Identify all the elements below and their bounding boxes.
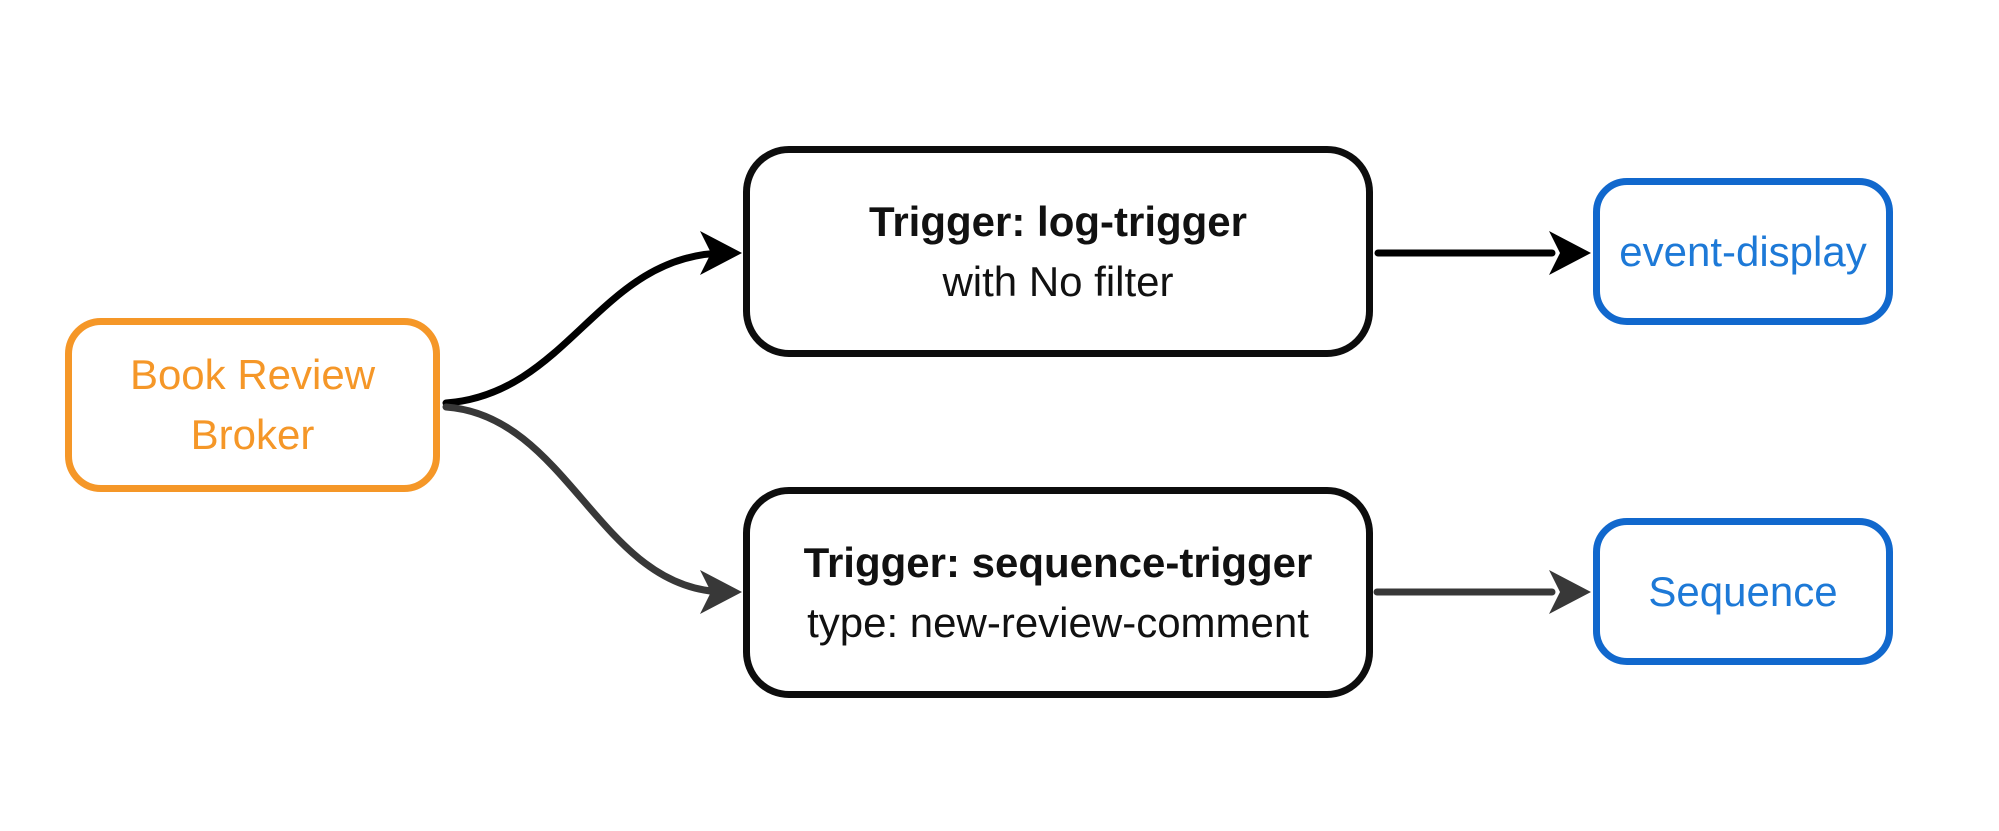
trigger-log-title: Trigger: log-trigger: [869, 197, 1247, 245]
arrowhead-log-trigger-icon: [700, 231, 742, 275]
broker-label-line1: Book Review: [129, 351, 376, 399]
node-trigger-sequence: Trigger: sequence-trigger type: new-revi…: [743, 487, 1373, 698]
node-trigger-log: Trigger: log-trigger with No filter: [743, 146, 1373, 357]
broker-label-line2: Broker: [190, 411, 315, 458]
node-book-review-broker: Book Review Broker: [65, 318, 440, 492]
edge-broker-to-log-trigger: [442, 249, 730, 407]
arrowhead-event-display-icon: [1549, 231, 1591, 275]
trigger-sequence-title: Trigger: sequence-trigger: [803, 538, 1313, 586]
node-event-display: event-display: [1593, 178, 1893, 325]
node-sequence: Sequence: [1593, 518, 1893, 665]
sequence-label: Sequence: [1648, 567, 1838, 615]
arrowhead-sequence-icon: [1549, 570, 1591, 614]
trigger-sequence-subtitle: type: new-review-comment: [807, 598, 1309, 646]
trigger-log-subtitle: with No filter: [942, 257, 1174, 305]
arrowhead-sequence-trigger-icon: [700, 570, 742, 614]
event-display-label: event-display: [1619, 227, 1867, 275]
edge-broker-to-sequence-trigger: [442, 403, 730, 596]
